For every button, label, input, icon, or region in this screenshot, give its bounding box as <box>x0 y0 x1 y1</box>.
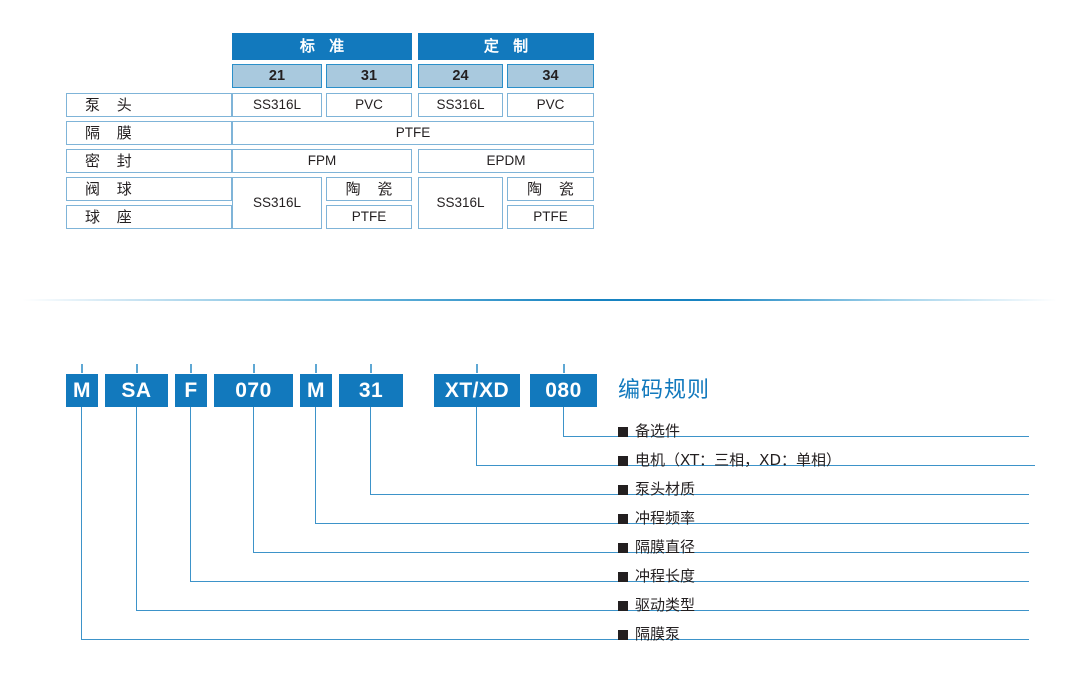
leader-line-vertical <box>563 407 564 436</box>
leader-line-horizontal <box>370 494 1029 495</box>
legend-item-drive-type: 驱动类型 <box>618 598 695 613</box>
square-bullet-icon <box>618 572 628 582</box>
legend-item-diaphragm-diameter: 隔膜直径 <box>618 540 695 555</box>
table-code-header-24: 24 <box>418 64 503 88</box>
code-block-optional-parts[interactable]: 080 <box>530 374 597 407</box>
leader-line-vertical <box>190 407 191 581</box>
legend-item-pump-head-material: 泵头材质 <box>618 482 695 497</box>
legend-item-label: 备选件 <box>635 422 681 440</box>
leader-line-horizontal <box>190 581 1029 582</box>
tick-mark-icon <box>190 364 192 373</box>
code-block-diaphragm-pump[interactable]: M <box>66 374 98 407</box>
table-cell-pump-head-34: PVC <box>507 93 594 117</box>
legend-item-diaphragm-pump: 隔膜泵 <box>618 627 680 642</box>
table-cell-pump-head-21: SS316L <box>232 93 322 117</box>
tick-mark-icon <box>315 364 317 373</box>
leader-line-vertical <box>476 407 477 465</box>
leader-line-vertical <box>370 407 371 494</box>
tick-mark-icon <box>370 364 372 373</box>
leader-line-vertical <box>253 407 254 552</box>
table-group-header-custom: 定 制 <box>418 33 594 60</box>
table-group-header-standard: 标 准 <box>232 33 412 60</box>
leader-line-horizontal <box>476 465 1035 466</box>
leader-line-vertical <box>315 407 316 523</box>
code-block-motor[interactable]: XT/XD <box>434 374 520 407</box>
leader-line-horizontal <box>563 436 1029 437</box>
legend-item-label: 隔膜泵 <box>635 625 681 643</box>
tick-mark-icon <box>136 364 138 373</box>
legend-item-motor: 电机（XT：三相，XD：单相） <box>618 453 841 468</box>
square-bullet-icon <box>618 601 628 611</box>
code-block-stroke-length[interactable]: F <box>175 374 207 407</box>
legend-item-label: 泵头材质 <box>635 480 696 498</box>
code-block-pump-head-material[interactable]: 31 <box>339 374 403 407</box>
legend-item-label: 电机（XT：三相，XD：单相） <box>635 451 842 469</box>
table-row-label-valve-ball: 阀 球 <box>66 177 232 201</box>
table-row-label-pump-head: 泵 头 <box>66 93 232 117</box>
legend-item-label: 隔膜直径 <box>635 538 696 556</box>
table-cell-valve-ball-seat-21: SS316L <box>232 177 322 229</box>
table-cell-ball-seat-31: PTFE <box>326 205 412 229</box>
table-cell-valve-ball-31: 陶 瓷 <box>326 177 412 201</box>
tick-mark-icon <box>476 364 478 373</box>
leader-line-horizontal <box>136 610 1029 611</box>
table-row-label-diaphragm: 隔 膜 <box>66 121 232 145</box>
square-bullet-icon <box>618 630 628 640</box>
legend-item-stroke-frequency: 冲程频率 <box>618 511 695 526</box>
legend-item-label: 冲程长度 <box>635 567 696 585</box>
table-code-header-21: 21 <box>232 64 322 88</box>
square-bullet-icon <box>618 543 628 553</box>
square-bullet-icon <box>618 456 628 466</box>
leader-line-horizontal <box>315 523 1029 524</box>
leader-line-vertical <box>136 407 137 610</box>
table-cell-ball-seat-34: PTFE <box>507 205 594 229</box>
code-block-stroke-frequency[interactable]: M <box>300 374 332 407</box>
table-cell-seal-standard: FPM <box>232 149 412 173</box>
code-block-drive-type[interactable]: SA <box>105 374 168 407</box>
table-cell-seal-custom: EPDM <box>418 149 594 173</box>
leader-line-vertical <box>81 407 82 639</box>
table-row-label-seal: 密 封 <box>66 149 232 173</box>
material-spec-table: 标 准 定 制 21 31 24 34 泵 头 SS316L PVC SS316… <box>66 33 594 235</box>
table-cell-valve-ball-34: 陶 瓷 <box>507 177 594 201</box>
table-cell-pump-head-24: SS316L <box>418 93 503 117</box>
legend-item-label: 冲程频率 <box>635 509 696 527</box>
square-bullet-icon <box>618 514 628 524</box>
legend-item-optional-parts: 备选件 <box>618 424 680 439</box>
tick-mark-icon <box>253 364 255 373</box>
table-cell-pump-head-31: PVC <box>326 93 412 117</box>
tick-mark-icon <box>563 364 565 373</box>
table-cell-diaphragm-all: PTFE <box>232 121 594 145</box>
code-block-diaphragm-diameter[interactable]: 070 <box>214 374 293 407</box>
table-row-label-ball-seat: 球 座 <box>66 205 232 229</box>
square-bullet-icon <box>618 427 628 437</box>
section-divider <box>22 299 1057 301</box>
coding-rules-title: 编码规则 <box>618 378 711 403</box>
legend-item-stroke-length: 冲程长度 <box>618 569 695 584</box>
leader-line-horizontal <box>81 639 1029 640</box>
table-cell-valve-ball-seat-24: SS316L <box>418 177 503 229</box>
square-bullet-icon <box>618 485 628 495</box>
leader-line-horizontal <box>253 552 1029 553</box>
legend-item-label: 驱动类型 <box>635 596 696 614</box>
table-code-header-31: 31 <box>326 64 412 88</box>
table-code-header-34: 34 <box>507 64 594 88</box>
tick-mark-icon <box>81 364 83 373</box>
